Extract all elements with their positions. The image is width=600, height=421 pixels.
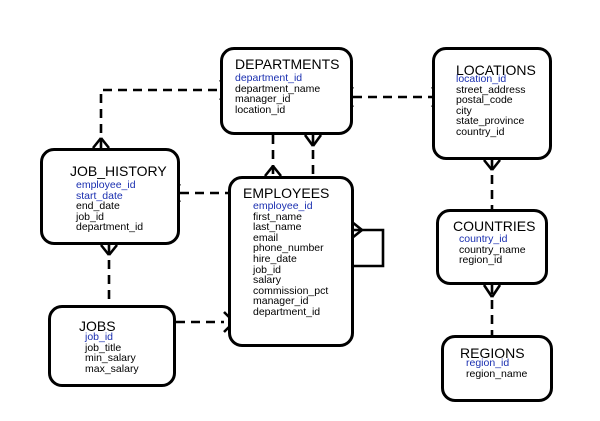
attribute-field: salary: [253, 274, 282, 287]
attribute-field: country_name: [459, 243, 526, 256]
field-list: country_id country_name region_id: [459, 234, 526, 266]
rel-employees-self: [352, 228, 385, 268]
entity-regions[interactable]: REGIONS region_id region_name: [441, 335, 553, 402]
primary-key-field: job_id: [85, 331, 114, 343]
attribute-field: manager_id: [235, 93, 291, 106]
entity-title: EMPLOYEES: [243, 185, 330, 201]
attribute-field: manager_id: [253, 295, 309, 308]
crow-foot-departments-bottom: [303, 134, 323, 147]
field-list: region_id region_name: [466, 358, 527, 379]
attribute-field: postal_code: [456, 94, 513, 107]
attribute-field: min_salary: [85, 352, 136, 365]
attribute-field: hire_date: [253, 252, 297, 265]
crow-foot-job-history-top: [91, 137, 111, 149]
field-list: job_id job_title min_salary max_salary: [85, 332, 139, 374]
entity-job-history[interactable]: JOB_HISTORY employee_id start_date end_d…: [40, 148, 180, 245]
primary-key-field: start_date: [76, 189, 123, 202]
attribute-field: last_name: [253, 221, 302, 234]
attribute-field: location_id: [235, 103, 286, 116]
attribute-field: country_id: [456, 125, 505, 138]
attribute-field: end_date: [76, 200, 120, 213]
primary-key-field: department_id: [235, 72, 303, 84]
attribute-field: department_name: [235, 82, 321, 95]
attribute-field: max_salary: [85, 362, 139, 375]
attribute-field: department_id: [76, 221, 144, 234]
attribute-field: street_address: [456, 83, 526, 96]
entity-departments[interactable]: DEPARTMENTS department_id department_nam…: [220, 47, 353, 135]
entity-title: DEPARTMENTS: [235, 56, 340, 72]
attribute-field: phone_number: [253, 242, 324, 255]
attribute-field: department_id: [253, 305, 321, 318]
entity-title: JOBS: [79, 318, 116, 334]
primary-key-field: location_id: [456, 73, 507, 85]
entity-locations[interactable]: LOCATIONS location_id street_address pos…: [432, 47, 552, 160]
field-list: department_id department_name manager_id…: [235, 73, 320, 115]
crow-foot-employees-top: [263, 165, 283, 177]
attribute-field: city: [456, 104, 472, 117]
primary-key-field: employee_id: [76, 179, 136, 191]
attribute-field: job_title: [85, 341, 122, 354]
entity-title: JOB_HISTORY: [70, 163, 167, 179]
primary-key-field: employee_id: [253, 200, 313, 212]
attribute-field: region_id: [459, 254, 503, 267]
entity-countries[interactable]: COUNTRIES country_id country_name region…: [436, 209, 548, 285]
field-list: location_id street_address postal_code c…: [456, 74, 525, 138]
entity-jobs[interactable]: JOBS job_id job_title min_salary max_sal…: [48, 305, 176, 387]
crow-foot-countries-bottom: [482, 284, 502, 298]
field-list: employee_id start_date end_date job_id d…: [76, 180, 143, 233]
attribute-field: commission_pct: [253, 284, 329, 297]
field-list: employee_id first_name last_name email p…: [253, 201, 328, 318]
entity-title: LOCATIONS: [456, 62, 536, 78]
attribute-field: state_province: [456, 115, 525, 128]
attribute-field: first_name: [253, 210, 303, 223]
rel-job-history-departments: [99, 88, 220, 148]
attribute-field: job_id: [253, 263, 282, 276]
entity-employees[interactable]: EMPLOYEES employee_id first_name last_na…: [228, 176, 354, 347]
attribute-field: job_id: [76, 210, 105, 223]
entity-title: REGIONS: [460, 345, 525, 361]
entity-title: COUNTRIES: [453, 218, 536, 234]
attribute-field: region_name: [466, 367, 528, 380]
primary-key-field: country_id: [459, 233, 508, 245]
attribute-field: email: [253, 231, 279, 244]
crow-foot-job-history-bottom: [99, 244, 119, 256]
crow-foot-locations-bottom: [482, 159, 502, 171]
primary-key-field: region_id: [466, 357, 510, 369]
